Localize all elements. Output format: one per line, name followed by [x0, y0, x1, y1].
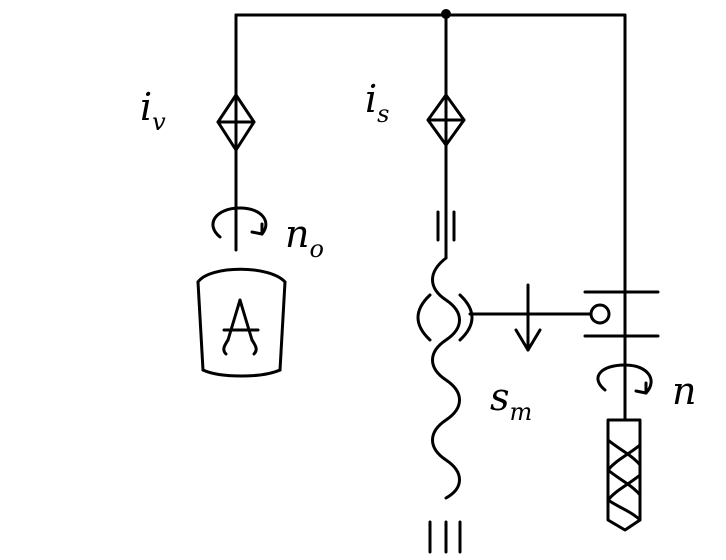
label-n0-main: n	[285, 212, 310, 256]
feed-pivot-circle	[589, 303, 611, 325]
label-is-sub: s	[377, 100, 390, 128]
label-is-main: i	[365, 77, 378, 121]
is-transmission-symbol	[426, 93, 466, 147]
lower-ticks	[428, 520, 462, 554]
sm-feed-arrow	[514, 283, 542, 352]
iv-transmission-symbol	[216, 93, 256, 152]
upper-ticks	[436, 210, 456, 242]
label-sm: sm	[490, 378, 532, 424]
drill-bit-symbol	[606, 418, 642, 532]
half-nut-right	[458, 293, 474, 342]
label-n0: no	[285, 215, 324, 261]
n0-rotation-arrow	[211, 206, 268, 239]
lead-screw-wave	[431, 256, 461, 500]
label-n: n	[672, 372, 696, 410]
label-sm-sub: m	[509, 398, 533, 426]
label-iv-sub: v	[152, 108, 166, 136]
label-n0-sub: o	[309, 235, 324, 263]
label-sm-main: s	[490, 375, 510, 419]
label-n-main: n	[672, 369, 697, 413]
half-nut-left	[416, 293, 432, 342]
label-iv-main: i	[140, 85, 153, 129]
motor-drum-symbol	[196, 267, 287, 378]
label-is: is	[365, 80, 389, 126]
label-iv: iv	[140, 88, 166, 134]
n-rotation-arrow	[596, 363, 653, 395]
